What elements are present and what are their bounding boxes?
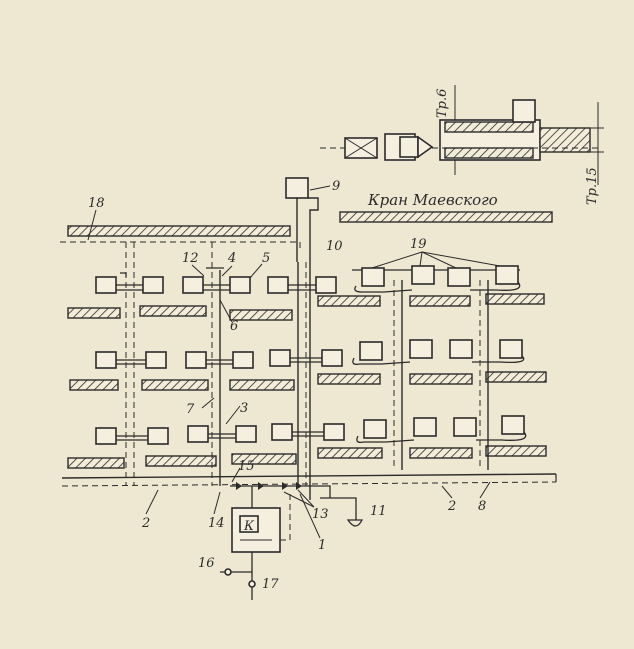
- label-13: 13: [312, 507, 329, 522]
- expansion-tank: [285, 177, 309, 199]
- right-connectors: [352, 281, 527, 444]
- label-14: 14: [208, 516, 225, 531]
- right-radiators: [359, 265, 525, 439]
- label-17: 17: [262, 577, 279, 592]
- number-labels: 12 4 5 6 7 3 15 2 14 13 11 1 2 8 16 17: [141, 251, 486, 592]
- label-9: 9: [332, 179, 340, 194]
- label-7: 7: [186, 402, 195, 417]
- supply-main: [60, 241, 301, 252]
- boiler-k: К: [243, 519, 255, 534]
- label-12: 12: [182, 251, 199, 266]
- leader-lines: [145, 263, 491, 539]
- label-18: 18: [88, 196, 105, 211]
- label-tr15: Тр.15: [585, 167, 600, 205]
- valve-tip: [417, 135, 434, 159]
- label-5: 5: [262, 251, 270, 266]
- label-1: 1: [318, 538, 326, 553]
- return-main-bottom: [61, 481, 557, 487]
- valve-hatch-bottom: [444, 147, 534, 159]
- label-15: 15: [238, 459, 255, 474]
- label-10: 10: [326, 239, 343, 254]
- label-16: 16: [198, 556, 215, 571]
- label-2-right: 2: [447, 499, 456, 514]
- label-8: 8: [478, 499, 486, 514]
- crane-title: Кран Маевского: [367, 191, 498, 209]
- ceiling-beam-left: [67, 225, 291, 237]
- label-4: 4: [227, 251, 236, 266]
- label-6: 6: [230, 319, 238, 334]
- label-tr6: Тр.6: [435, 89, 450, 118]
- return-main-top: [61, 473, 557, 479]
- label-19: 19: [410, 237, 427, 252]
- boiler-assembly: К: [220, 482, 364, 600]
- label-11: 11: [370, 504, 387, 519]
- ceiling-beam-right: [339, 211, 553, 223]
- label-3: 3: [240, 401, 248, 416]
- floor-slabs: [67, 293, 547, 469]
- valve-hatch-top: [444, 121, 534, 133]
- valve-cap: [512, 99, 536, 123]
- valve-detail: Тр.6 Тр.15: [320, 85, 604, 205]
- label-2-left: 2: [141, 516, 150, 531]
- left-connectors: [116, 267, 324, 441]
- label-19-leaders: [371, 251, 501, 269]
